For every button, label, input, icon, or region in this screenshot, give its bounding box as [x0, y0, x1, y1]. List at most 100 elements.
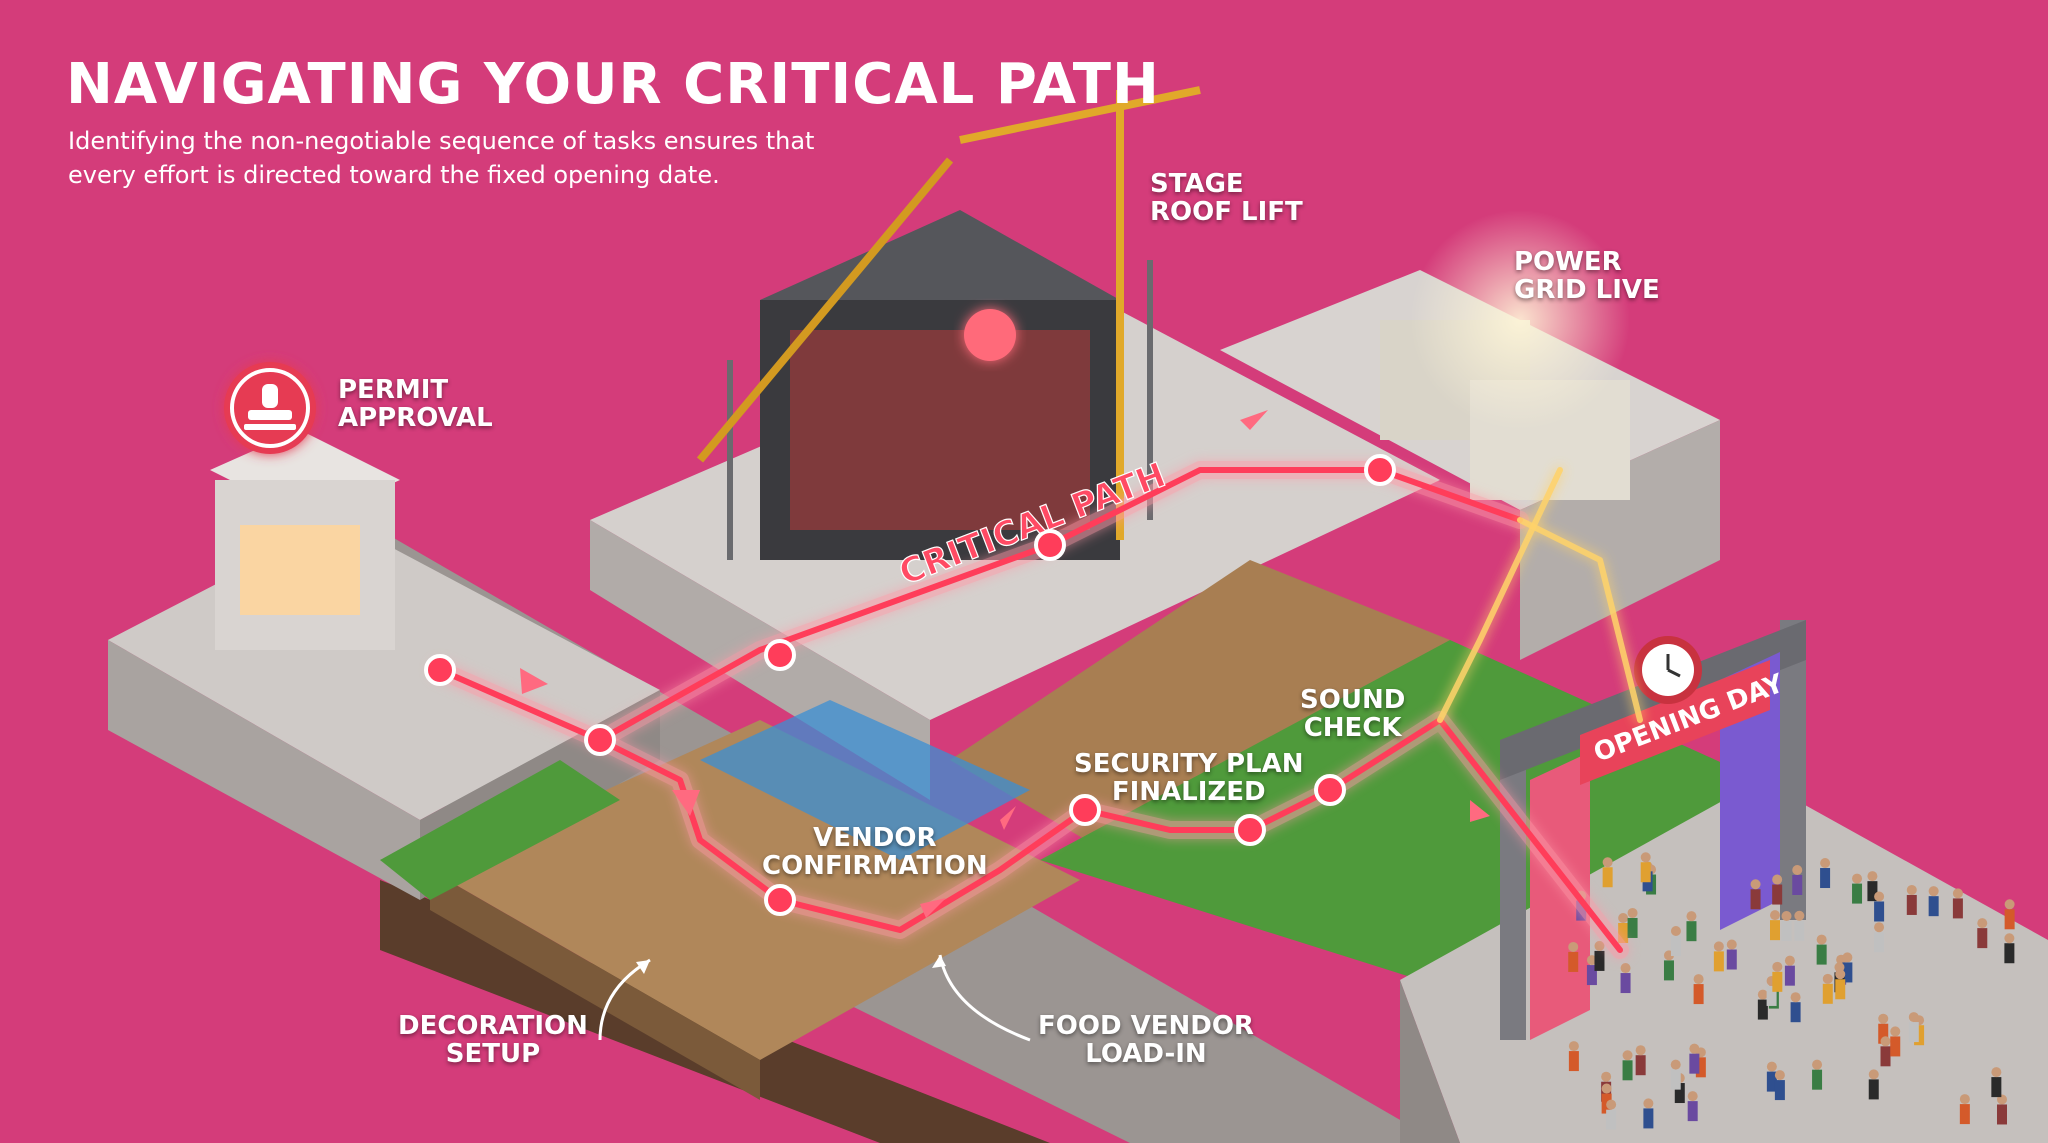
wood-ramp: [950, 560, 1450, 860]
crowd-person: [1867, 881, 1878, 902]
crowd-person-head: [1627, 907, 1638, 918]
label-security-plan-finalized: SECURITY PLAN FINALIZED: [1074, 749, 1304, 807]
crowd-person: [1674, 1083, 1685, 1104]
crowd-person-head: [1852, 873, 1863, 884]
crowd-person: [1594, 950, 1605, 971]
water-channel: [700, 700, 1030, 860]
crowd-person: [1772, 884, 1783, 905]
crowd-person: [1766, 985, 1777, 1006]
milestone-nodes: [424, 454, 1396, 916]
crowd-person-head: [1874, 922, 1885, 933]
stage-structure: [727, 210, 1153, 560]
crowd-person-head: [1713, 941, 1724, 952]
crowd-person-head: [1781, 911, 1792, 922]
node-stage-2: [1034, 529, 1066, 561]
crowd-person: [1822, 983, 1833, 1004]
crowd-person: [1750, 889, 1761, 910]
crowd-person: [1952, 898, 1963, 919]
crowd-person: [1852, 883, 1863, 904]
crowd-person: [1996, 1104, 2007, 1125]
crowd-person: [1835, 979, 1846, 1000]
crowd-person: [1880, 1046, 1891, 1067]
crowd-person: [1622, 1060, 1633, 1081]
crowd-person: [1874, 932, 1885, 953]
subtitle-line-1: Identifying the non-negotiable sequence …: [68, 127, 815, 155]
crowd-person-head: [1959, 1094, 1970, 1105]
crowd-person-head: [1640, 852, 1651, 863]
crowd-person: [1906, 894, 1917, 915]
crowd-person: [1726, 949, 1737, 970]
crowd-person-head: [1820, 858, 1831, 869]
label-power-grid-live: POWER GRID LIVE: [1514, 247, 1660, 305]
crowd-person-head: [1928, 886, 1939, 897]
crowd-person: [1620, 973, 1631, 994]
crowd-person: [1842, 962, 1853, 983]
crowd-person-head: [1868, 1069, 1879, 1080]
crowd-person: [1816, 944, 1827, 965]
crowd-person-head: [1594, 940, 1605, 951]
crowd-person: [1618, 922, 1629, 943]
crowd-person-head: [1812, 1059, 1823, 1070]
crowd-person-head: [1686, 911, 1697, 922]
crowd-person-head: [1790, 992, 1801, 1003]
crowd-person: [1790, 1002, 1801, 1023]
path-arrows: [520, 410, 1490, 918]
label-food-vendor-load-in: FOOD VENDOR LOAD-IN: [1038, 1011, 1254, 1069]
crowd-person-head: [1602, 857, 1613, 868]
crowd-person: [1812, 1069, 1823, 1090]
crowd-person-head: [1890, 1026, 1901, 1037]
crowd-person-head: [1601, 1071, 1612, 1082]
crowd-person: [1713, 951, 1724, 972]
crowd-person-head: [2004, 933, 2015, 944]
crowd-person-head: [1670, 1059, 1681, 1070]
crowd-person: [1792, 875, 1803, 896]
crowd-person-head: [1689, 1043, 1700, 1054]
crowd-person-head: [1867, 871, 1878, 882]
crowd-person-head: [1906, 884, 1917, 895]
crowd-person: [1868, 1079, 1879, 1100]
crowd-person-head: [1606, 1099, 1617, 1110]
crowd-person: [1693, 984, 1704, 1005]
crowd-person-head: [1835, 969, 1846, 980]
label-permit-approval: PERMIT APPROVAL: [338, 375, 493, 433]
crowd-person-head: [1784, 955, 1795, 966]
clock-icon: [1634, 636, 1702, 704]
crowd-person-head: [1618, 912, 1629, 923]
crowd-person-head: [1750, 879, 1761, 890]
crowd-person-head: [1792, 865, 1803, 876]
node-vendor: [764, 884, 796, 916]
crowd-person: [2004, 909, 2015, 930]
crowd-person-head: [1874, 891, 1885, 902]
crowd-person-head: [1620, 963, 1631, 974]
crowd-person-head: [1643, 1098, 1654, 1109]
permit-booth: [210, 430, 400, 650]
crowd-person: [1908, 1022, 1919, 1043]
crowd-person-head: [1908, 1012, 1919, 1023]
stamp-icon: [224, 362, 316, 454]
crowd-person-head: [2004, 899, 2015, 910]
crowd-person: [1627, 917, 1638, 938]
node-sound: [1314, 774, 1346, 806]
node-permit: [424, 654, 456, 686]
callout-arrows: [598, 954, 1031, 1042]
crowd-person-head: [1772, 961, 1783, 972]
crowd-person: [1991, 1077, 2002, 1098]
crowd-person: [1663, 960, 1674, 981]
crowd-person: [1602, 867, 1613, 888]
subtitle-line-2: every effort is directed toward the fixe…: [68, 161, 720, 189]
crowd-person: [1914, 1025, 1925, 1046]
crowd-person: [1670, 936, 1681, 957]
node-security-2: [1234, 814, 1266, 846]
crowd-person: [1670, 1069, 1681, 1090]
node-bridge: [584, 724, 616, 756]
crowd-person: [1635, 1055, 1646, 1076]
crane: [696, 86, 1201, 540]
crowd-person: [2004, 943, 2015, 964]
crowd-person: [1695, 1057, 1706, 1078]
crowd-person-head: [1766, 1061, 1777, 1072]
crowd-person: [1757, 999, 1768, 1020]
crowd-person-head: [1757, 989, 1768, 1000]
node-power: [1364, 454, 1396, 486]
crowd-person-head: [1693, 974, 1704, 985]
